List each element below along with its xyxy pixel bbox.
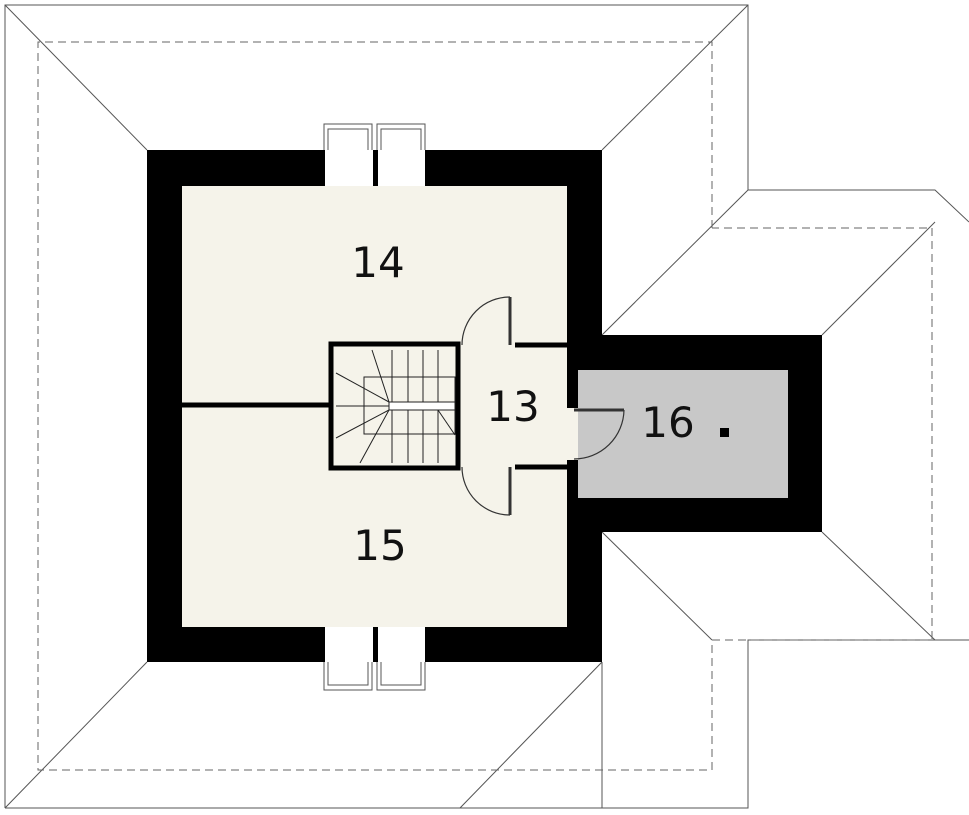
roof-outline	[4, 4, 969, 809]
room-label-15: 15	[353, 521, 406, 570]
room-label-13: 13	[486, 382, 539, 431]
windows	[323, 123, 426, 691]
room-label-16: 16	[641, 398, 694, 447]
room-16-floor	[578, 370, 788, 498]
room-label-14: 14	[351, 238, 404, 287]
roof-eave-dashed	[37, 41, 933, 771]
doorway-13-16	[567, 408, 578, 460]
marker-dot	[720, 428, 729, 437]
staircase	[335, 349, 456, 464]
interior-walls	[182, 341, 567, 471]
doors	[461, 296, 625, 516]
